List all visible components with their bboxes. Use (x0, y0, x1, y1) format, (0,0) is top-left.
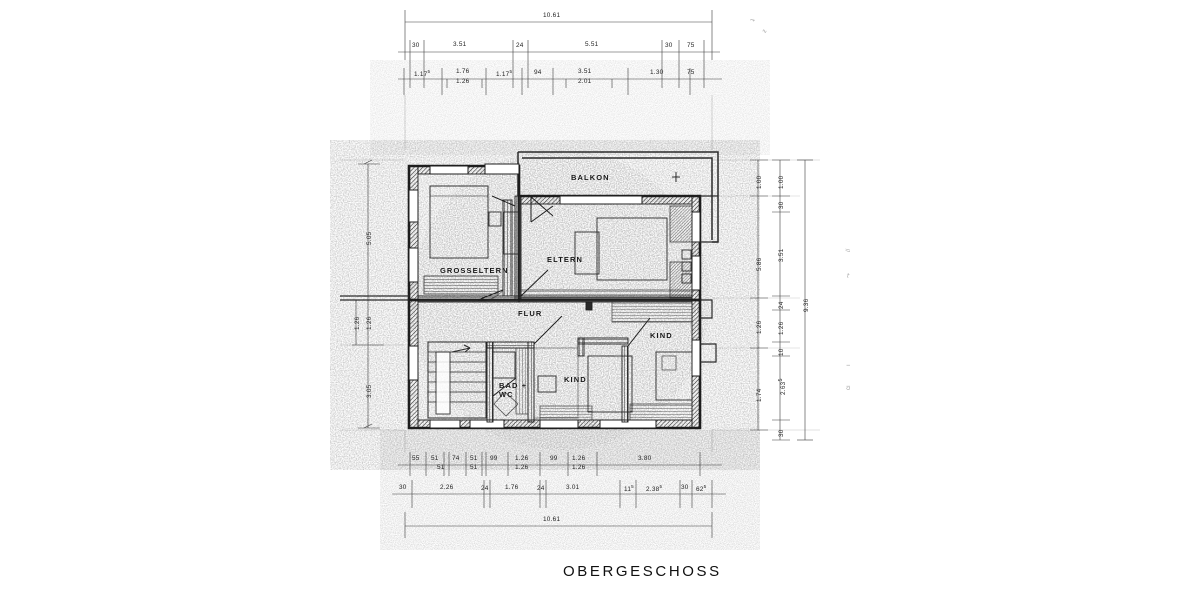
dim-bot-o10: 99 (550, 455, 558, 462)
dim-bot-s2: 2.26 (440, 484, 454, 491)
dim-bot-s7: 115 (624, 484, 634, 494)
dim-bot-o5: 51 (470, 455, 478, 462)
dim-bot-s10: 625 (696, 484, 707, 494)
dim-top-o4: 1.175 (496, 69, 513, 79)
dim-top-s3: 24 (516, 42, 524, 49)
dim-left-i3: 3.05 (366, 384, 373, 398)
room-label-balkon: BALKON (571, 173, 610, 182)
dim-right-b3: 3.51 (778, 248, 785, 262)
dim-bot-overall: 10.61 (543, 516, 561, 523)
dim-top-s2: 3.51 (453, 41, 467, 48)
dim-right-b4: 24 (778, 301, 785, 309)
exterior-stubs (340, 195, 718, 363)
dim-bot-s3: 24 (481, 485, 489, 492)
dim-top-o2: 1.76 (456, 68, 470, 75)
dim-top-s5: 30 (665, 42, 673, 49)
dim-right-b8: 30 (778, 429, 785, 437)
paper-grain (330, 60, 770, 550)
dim-top-o5: 94 (534, 69, 542, 76)
margin-annotation-4: cı (846, 385, 852, 390)
dim-top-o7: 2.01 (578, 78, 592, 85)
dim-left-i2: 1.26 (366, 316, 373, 330)
drawing-title: OBERGESCHOSS (563, 563, 722, 580)
room-label-eltern: ELTERN (547, 255, 584, 264)
staircase (427, 341, 487, 419)
dim-top-overall: 10.61 (543, 12, 561, 19)
dim-right-b7: 2.635 (778, 378, 788, 395)
dim-right-a1: 1.00 (756, 175, 763, 189)
dimension-lines-right (712, 159, 820, 441)
room-label-flur: FLUR (518, 309, 543, 318)
balcony-rail-marker (672, 172, 680, 182)
dimension-lines-bottom (392, 430, 726, 538)
furniture (423, 185, 693, 421)
dim-top-s1: 30 (412, 42, 420, 49)
dim-left-o1: 1.26 (354, 316, 361, 330)
dim-bot-o12: 1.26 (572, 464, 586, 471)
margin-annotation-5: ⤳ (750, 18, 755, 24)
dim-bot-s4: 1.76 (505, 484, 519, 491)
building-walls (340, 151, 719, 430)
dim-right-a2: 5.86 (756, 257, 763, 271)
room-label-bad-wc: BAD + WC (499, 381, 528, 399)
dim-bot-s8: 2.385 (646, 484, 663, 494)
dim-bot-o1: 55 (412, 455, 420, 462)
room-label-kind-mid: KIND (564, 375, 587, 384)
dim-top-o1: 1.175 (414, 69, 431, 79)
room-label-grosseltern: GROSSELTERN (440, 266, 509, 275)
dim-right-b2: 30 (778, 201, 785, 209)
dim-bot-s6: 3.01 (566, 484, 580, 491)
dim-top-s6: 75 (687, 42, 695, 49)
dimension-lines-top (398, 10, 722, 150)
dim-right-b5: 1.26 (778, 321, 785, 335)
dim-bot-s1: 30 (399, 484, 407, 491)
dim-left-i1: 5.05 (366, 231, 373, 245)
dim-top-o9: 75 (687, 69, 695, 76)
dim-bot-o13: 3.80 (638, 455, 652, 462)
margin-annotation-3: ı (846, 364, 852, 366)
room-label-kind-right: KIND (650, 331, 673, 340)
margin-annotation-1: // (846, 248, 852, 252)
dim-top-o6: 3.51 (578, 68, 592, 75)
dim-right-b6: 10 (778, 348, 785, 356)
dim-bot-o3: 51 (437, 464, 445, 471)
dim-top-o3: 1.26 (456, 78, 470, 85)
dim-bot-o11: 1.26 (572, 455, 586, 462)
margin-annotation-2: ⤳ (846, 273, 852, 278)
dim-bot-o9: 1.26 (515, 464, 529, 471)
dim-top-o8: 1.30 (650, 69, 664, 76)
dim-bot-o4: 74 (452, 455, 460, 462)
dim-bot-s5: 24 (537, 485, 545, 492)
dim-right-b1: 1.00 (778, 175, 785, 189)
dim-right-overall: 9.36 (803, 298, 810, 312)
dim-bot-o2: 51 (431, 455, 439, 462)
dim-right-a4: 1.74 (756, 388, 763, 402)
dim-bot-o7: 99 (490, 455, 498, 462)
dim-top-s4: 5.51 (585, 41, 599, 48)
margin-annotation-6: ∿ (762, 29, 768, 35)
dim-bot-o8: 1.26 (515, 455, 529, 462)
dim-bot-s9: 30 (681, 484, 689, 491)
dim-bot-o6: 51 (470, 464, 478, 471)
dim-right-a3: 1.26 (756, 320, 763, 334)
